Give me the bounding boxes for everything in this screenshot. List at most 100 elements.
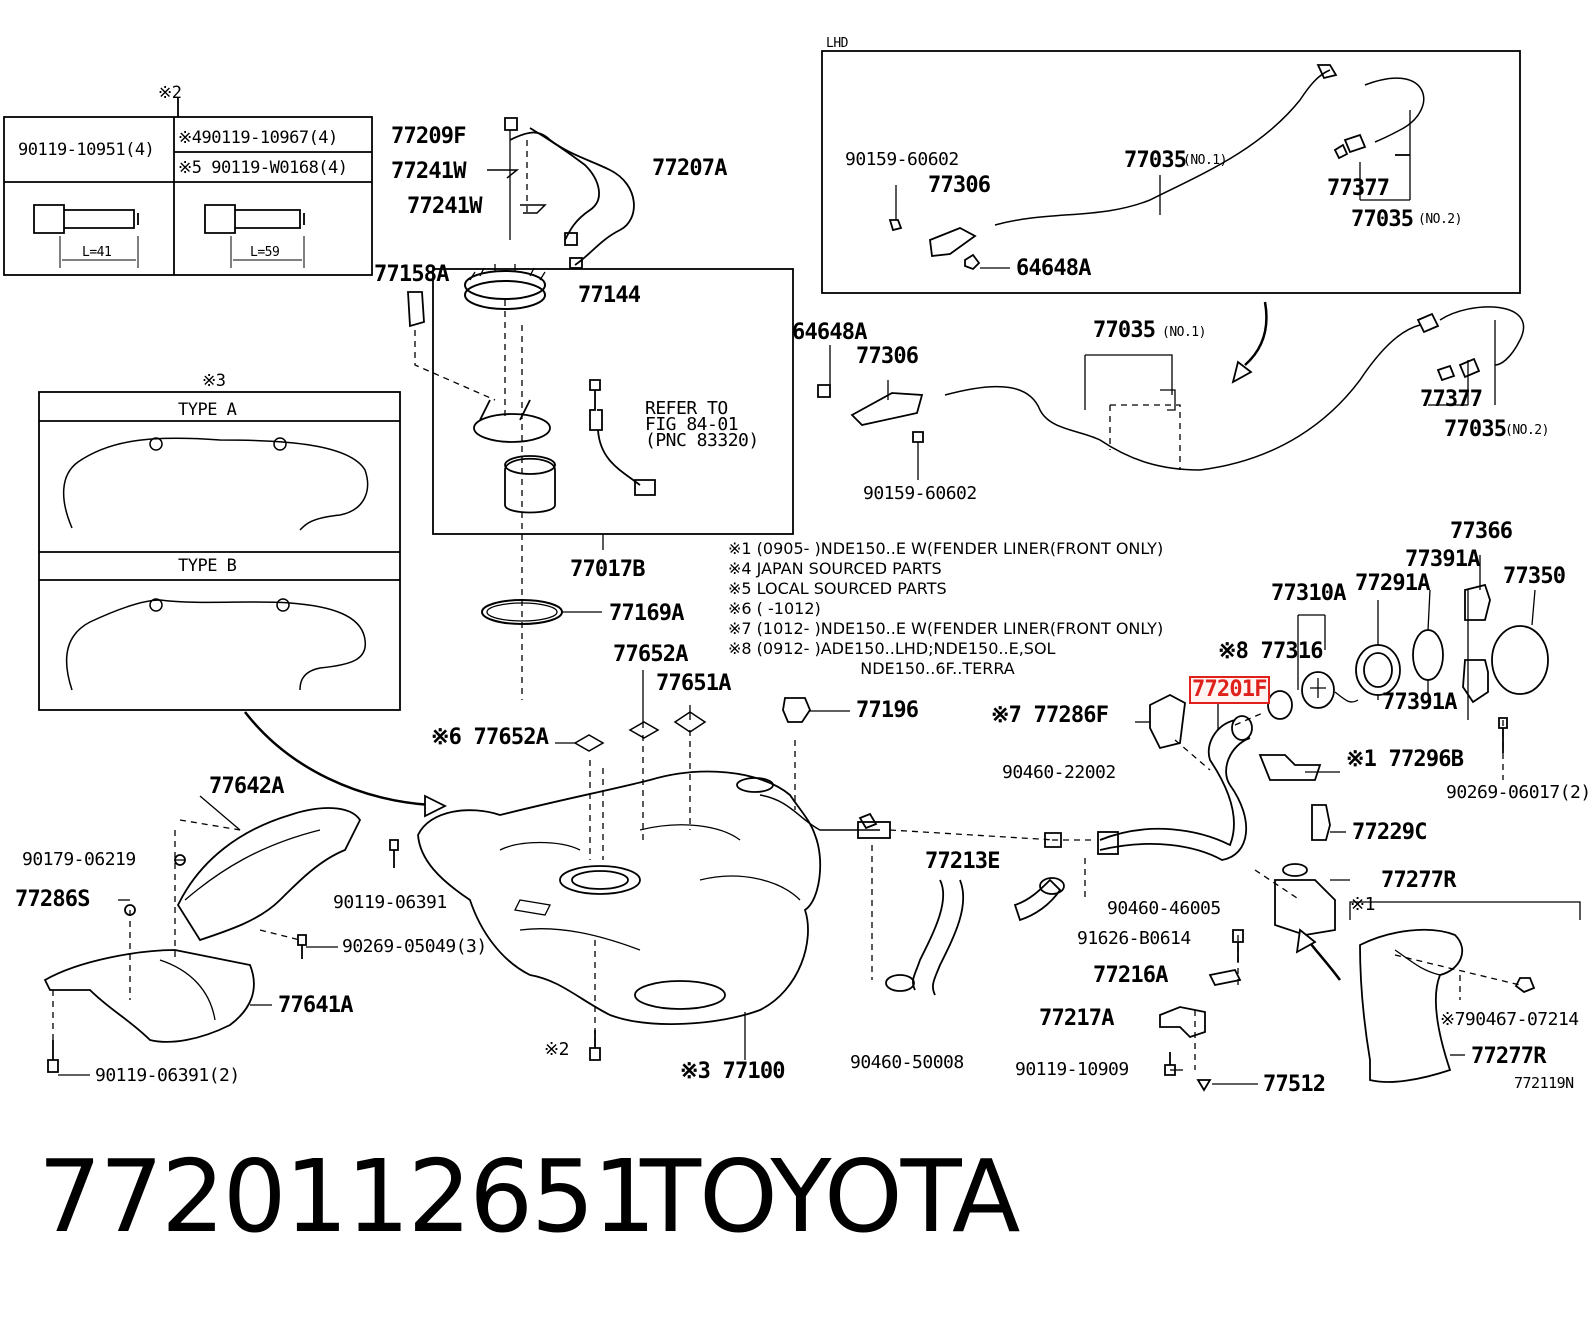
label-90467-07214: ※790467-07214 bbox=[1440, 1009, 1579, 1030]
label-90269-06017: 90269-06017(2) bbox=[1446, 782, 1591, 803]
note-1: ※1 (0905- )NDE150..E W(FENDER LINER(FRON… bbox=[728, 539, 1164, 558]
bolt-table-left-part: 90119-10951(4) bbox=[18, 140, 155, 160]
label-90460-46005: 90460-46005 bbox=[1107, 898, 1221, 919]
type-a-title: TYPE A bbox=[178, 400, 237, 420]
label-77286f: ※7 77286F bbox=[991, 703, 1109, 728]
label-77391a-1: 77391A bbox=[1405, 547, 1480, 572]
filler-pipe bbox=[885, 693, 1350, 996]
label-77035-no1: 77035 bbox=[1093, 318, 1156, 343]
rear-liner bbox=[1349, 901, 1581, 1083]
label-91626-b0614: 91626-B0614 bbox=[1077, 928, 1191, 949]
fuel-door bbox=[1267, 583, 1549, 753]
label-77306: 77306 bbox=[856, 344, 919, 369]
label-77196: 77196 bbox=[856, 698, 919, 723]
bolt-table-right-part-1: ※490119-10967(4) bbox=[178, 128, 338, 148]
label-64648a: 64648A bbox=[792, 320, 867, 345]
label-no2: (NO.2) bbox=[1505, 423, 1549, 438]
lhd-arrow bbox=[1244, 301, 1268, 366]
note-6: ※6 ( -1012) bbox=[728, 599, 821, 618]
note-8: ※8 (0912- )ADE150..LHD;NDE150..E,SOL bbox=[728, 639, 1056, 658]
label-90119-06391-2: 90119-06391(2) bbox=[95, 1065, 240, 1086]
label-77277r-1: 77277R bbox=[1381, 868, 1456, 893]
lhd-title: LHD bbox=[826, 36, 848, 51]
lhd-label-77306: 77306 bbox=[928, 173, 991, 198]
label-reference-code: 772119N bbox=[1514, 1074, 1574, 1092]
type-box-mark: ※3 bbox=[202, 371, 226, 391]
lhd-label-77035-no1: 77035 bbox=[1124, 148, 1187, 173]
label-77316: ※8 77316 bbox=[1218, 639, 1324, 664]
cable-rhd bbox=[944, 306, 1525, 471]
tank-arrow bbox=[244, 711, 431, 807]
lhd-label-64648a: 64648A bbox=[1016, 256, 1091, 281]
label-no1: (NO.1) bbox=[1162, 325, 1206, 340]
clip-77196 bbox=[782, 697, 812, 723]
bolt-table-left-length: L=41 bbox=[82, 245, 112, 260]
label-77201f-highlighted[interactable]: 77201F bbox=[1189, 676, 1270, 704]
label-77241w-1: 77241W bbox=[391, 159, 466, 184]
bolt-table-right-part-2: ※5 90119-W0168(4) bbox=[178, 158, 348, 178]
label-77641a: 77641A bbox=[278, 993, 353, 1018]
fuel-tank-shape bbox=[417, 770, 1056, 1025]
label-77144: 77144 bbox=[578, 283, 641, 308]
label-77366: 77366 bbox=[1450, 519, 1513, 544]
pump-box-frame bbox=[432, 268, 794, 550]
lhd-label-no2: (NO.2) bbox=[1418, 212, 1462, 227]
note-4: ※4 JAPAN SOURCED PARTS bbox=[728, 559, 942, 578]
label-77017b: 77017B bbox=[570, 557, 645, 582]
bolt-table-mark: ※2 bbox=[158, 83, 182, 103]
up-arrow bbox=[1306, 939, 1341, 981]
lhd-label-77035-no2: 77035 bbox=[1351, 207, 1414, 232]
label-77651a: 77651A bbox=[656, 671, 731, 696]
refer-line-2: FIG 84-01 bbox=[645, 414, 739, 435]
label-77350: 77350 bbox=[1503, 564, 1566, 589]
refer-line-3: (PNC 83320) bbox=[645, 430, 759, 451]
label-77291a: 77291A bbox=[1355, 571, 1430, 596]
label-mark-2: ※2 bbox=[544, 1039, 569, 1060]
label-77100: ※3 77100 bbox=[680, 1059, 786, 1084]
bolt-table-frame bbox=[3, 98, 373, 276]
label-90179-06219: 90179-06219 bbox=[22, 849, 136, 870]
label-77642a: 77642A bbox=[209, 774, 284, 799]
note-8-cont: NDE150..6F..TERRA bbox=[728, 659, 1015, 678]
note-5: ※5 LOCAL SOURCED PARTS bbox=[728, 579, 947, 598]
label-90460-22002: 90460-22002 bbox=[1002, 762, 1116, 783]
label-77216a: 77216A bbox=[1093, 963, 1168, 988]
label-77207a: 77207A bbox=[652, 156, 727, 181]
label-77391a-2: 77391A bbox=[1382, 690, 1457, 715]
label-77213e: 77213E bbox=[925, 849, 1000, 874]
label-77035-no2: 77035 bbox=[1444, 417, 1507, 442]
label-77286s: 77286S bbox=[15, 887, 90, 912]
lhd-box-frame bbox=[821, 50, 1521, 294]
cover-parts bbox=[43, 807, 399, 1073]
label-77310a: 77310A bbox=[1271, 581, 1346, 606]
label-90159-60602: 90159-60602 bbox=[863, 483, 977, 504]
label-mark-1: ※1 bbox=[1350, 894, 1375, 915]
type-b-title: TYPE B bbox=[178, 556, 237, 576]
footer-brand: TOYOTA bbox=[640, 1138, 1020, 1255]
label-77241w-2: 77241W bbox=[407, 194, 482, 219]
label-77652a-1: 77652A bbox=[613, 642, 688, 667]
label-77652a-2: ※6 77652A bbox=[431, 725, 549, 750]
label-77169a: 77169A bbox=[609, 601, 684, 626]
lhd-label-90159-60602: 90159-60602 bbox=[845, 149, 959, 170]
label-77229c: 77229C bbox=[1352, 820, 1427, 845]
label-90119-10909: 90119-10909 bbox=[1015, 1059, 1129, 1080]
label-77277r-2: 77277R bbox=[1471, 1044, 1546, 1069]
label-90269-05049: 90269-05049(3) bbox=[342, 936, 487, 957]
refer-line-1: REFER TO bbox=[645, 398, 728, 419]
lhd-label-no1: (NO.1) bbox=[1183, 153, 1227, 168]
label-77209f: 77209F bbox=[391, 124, 466, 149]
label-77217a: 77217A bbox=[1039, 1006, 1114, 1031]
footer-part-number: 7720112651 bbox=[38, 1138, 656, 1255]
type-box-frame bbox=[38, 391, 401, 711]
label-90460-50008: 90460-50008 bbox=[850, 1052, 964, 1073]
label-77158a: 77158A bbox=[374, 262, 449, 287]
note-7: ※7 (1012- )NDE150..E W(FENDER LINER(FRON… bbox=[728, 619, 1164, 638]
label-77512: 77512 bbox=[1263, 1072, 1326, 1097]
label-77296b: ※1 77296B bbox=[1346, 747, 1464, 772]
bolt-table-right-length: L=59 bbox=[250, 245, 280, 260]
label-77377: 77377 bbox=[1420, 387, 1483, 412]
lhd-label-77377: 77377 bbox=[1327, 176, 1390, 201]
